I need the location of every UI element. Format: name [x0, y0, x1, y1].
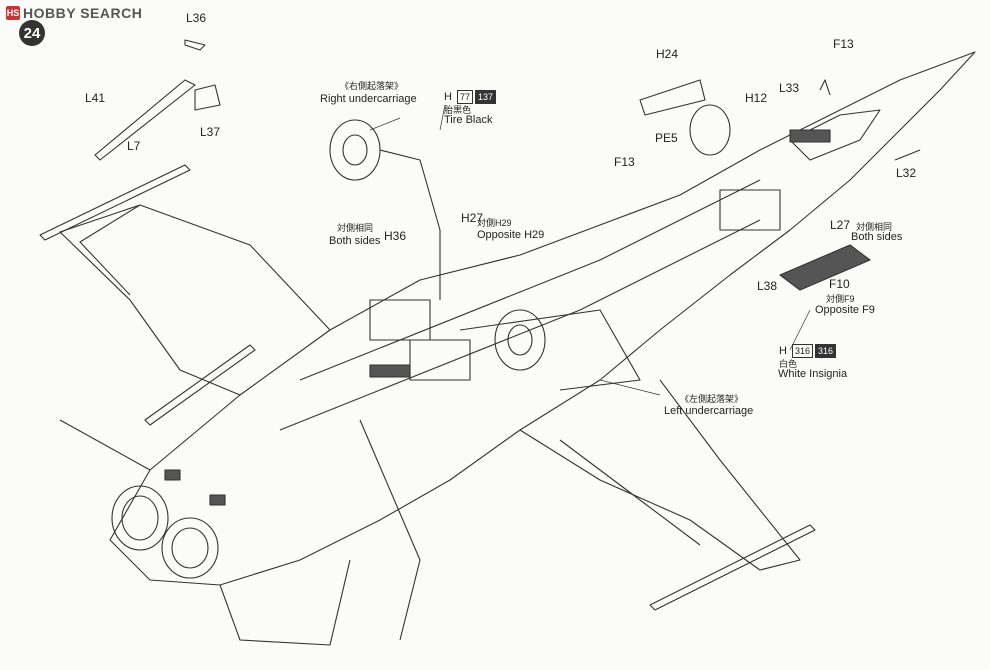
- missile-right: [649, 524, 816, 611]
- both-sides-cn-2: 対側相同: [856, 222, 893, 232]
- label-f13-top: F13: [833, 37, 854, 51]
- label-l32: L32: [896, 166, 917, 180]
- part-l37: [194, 84, 221, 111]
- missile-left: [39, 164, 191, 241]
- insig-en: White Insignia: [778, 368, 848, 380]
- part-l36: [184, 39, 206, 51]
- nozzle-1: [111, 485, 169, 551]
- right-uc-en: Right undercarriage: [320, 93, 417, 105]
- label-l41: L41: [85, 91, 106, 105]
- opp-f9-cn: 対側F9: [826, 294, 855, 304]
- stabilizer-left: [59, 419, 151, 471]
- fuselage: [109, 51, 976, 586]
- label-h12: H12: [745, 91, 768, 105]
- left-uc-cn: 《左側起落架》: [680, 394, 744, 404]
- part-f10: [779, 244, 871, 291]
- logo-text: HOBBY SEARCH: [23, 5, 143, 21]
- wheel-left-uc: [494, 309, 546, 371]
- wing-left: [59, 204, 331, 396]
- label-l7: L7: [127, 139, 141, 153]
- opp-f9-en: Opposite F9: [815, 304, 875, 316]
- opp-h29-cn: 対側H29: [477, 218, 512, 228]
- stabilizer-lower: [219, 559, 351, 646]
- nozzle-2: [161, 517, 219, 579]
- label-h24: H24: [656, 47, 679, 61]
- tire-cn: 胎黒色: [444, 105, 472, 115]
- vertical-tail-1: [459, 309, 641, 391]
- tire-en: Tire Black: [444, 114, 493, 126]
- tire-chip-2: 137: [475, 90, 497, 104]
- wing-right: [519, 379, 801, 571]
- tire-chip-1: 77: [457, 90, 474, 104]
- insig-letter: H: [779, 345, 787, 357]
- label-l38: L38: [757, 279, 778, 293]
- opp-h29-en: Opposite H29: [477, 229, 545, 241]
- step-number: 24: [19, 20, 45, 46]
- part-h24: [639, 79, 706, 116]
- left-uc-en: Left undercarriage: [664, 405, 754, 417]
- insig-chip-1: 316: [792, 344, 814, 358]
- both-sides-en-2: Both sides: [851, 231, 903, 243]
- label-f13-left: F13: [614, 155, 635, 169]
- insig-chip-2: 316: [815, 344, 837, 358]
- hobby-search-logo: HS HOBBY SEARCH: [6, 5, 142, 21]
- label-h27: H27: [461, 211, 484, 225]
- vertical-tail-2: [359, 419, 421, 641]
- both-sides-en-1: Both sides: [329, 235, 381, 247]
- label-l36: L36: [186, 11, 207, 25]
- label-f10: F10: [829, 277, 850, 291]
- label-l33: L33: [779, 81, 800, 95]
- wheel-nose: [689, 104, 731, 156]
- label-h36: H36: [384, 229, 407, 243]
- logo-mark: HS: [6, 6, 20, 20]
- label-pe5: PE5: [655, 131, 678, 145]
- both-sides-cn-1: 対側相同: [337, 223, 374, 233]
- insig-cn: 白色: [779, 359, 798, 369]
- tire-letter: H: [444, 91, 452, 103]
- label-l37: L37: [200, 125, 221, 139]
- part-l7: [94, 79, 196, 161]
- label-l27: L27: [830, 218, 851, 232]
- pylon-strut: [144, 344, 256, 426]
- canopy: [789, 109, 881, 161]
- right-uc-cn: 《右側起落架》: [340, 81, 404, 91]
